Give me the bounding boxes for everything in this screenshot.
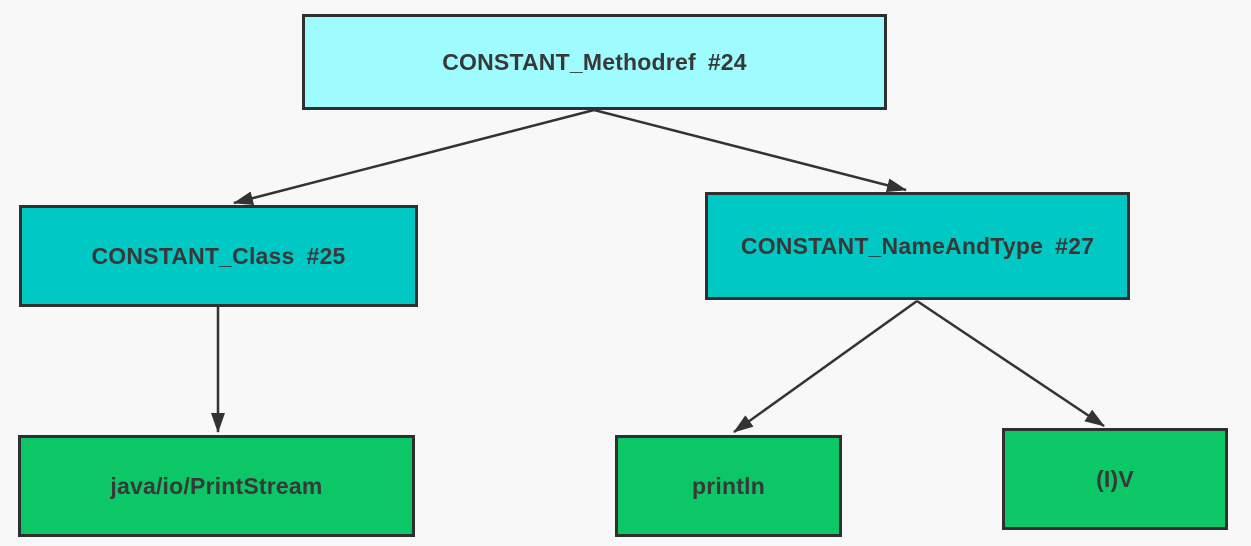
edge-nameandtype-to-iv — [916, 299, 1105, 428]
node-index: #24 — [707, 48, 747, 75]
node-title: CONSTANT_Methodref — [442, 48, 696, 75]
node-index: #27 — [1055, 232, 1095, 259]
node-iv-descriptor: (I)V — [1002, 428, 1228, 530]
node-label: (I)V — [1096, 465, 1134, 492]
node-label: println — [692, 472, 765, 499]
edge-methodref-to-class — [233, 108, 595, 206]
node-title: CONSTANT_NameAndType — [740, 232, 1044, 259]
node-println: println — [615, 435, 842, 537]
edge-nameandtype-to-println — [733, 299, 918, 434]
node-label: java/io/PrintStream — [110, 472, 323, 499]
edge-methodref-to-nameandtype — [593, 108, 907, 193]
node-constant-nameandtype: CONSTANT_NameAndType #27 — [705, 192, 1130, 300]
node-index: #25 — [306, 242, 346, 269]
node-title: CONSTANT_Class — [91, 242, 295, 269]
node-printstream: java/io/PrintStream — [18, 435, 415, 537]
node-constant-class: CONSTANT_Class #25 — [19, 205, 418, 307]
node-constant-methodref: CONSTANT_Methodref #24 — [302, 14, 887, 110]
